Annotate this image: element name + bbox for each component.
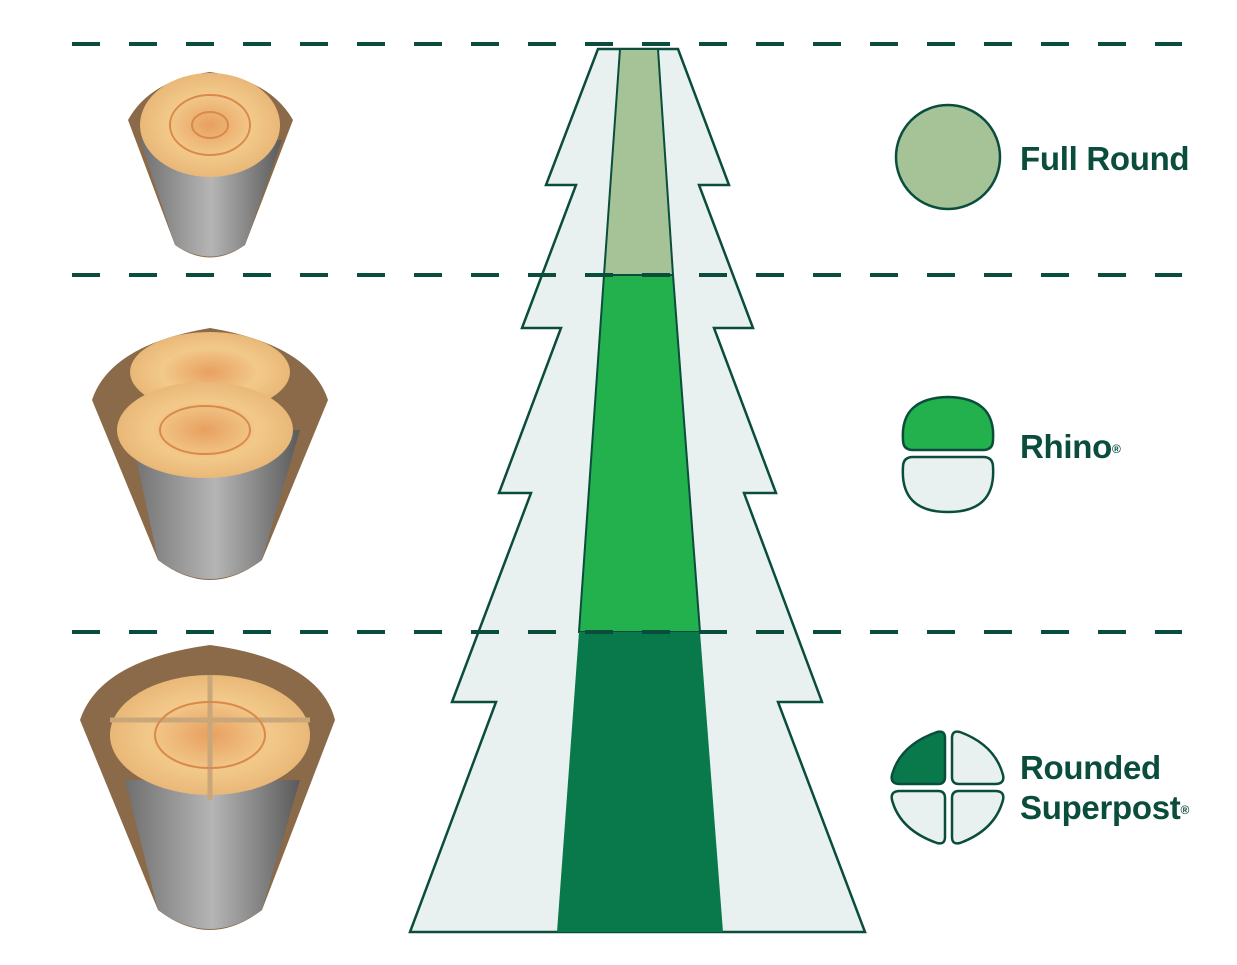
label-text: Rhino — [1020, 428, 1112, 465]
log-full-round-image — [128, 72, 293, 258]
log-superpost-image — [80, 645, 335, 930]
label-rounded-superpost: Rounded Superpost® — [1020, 748, 1189, 828]
label-text-line1: Rounded — [1020, 749, 1161, 786]
full-round-icon — [894, 103, 1002, 211]
label-rhino: Rhino® — [1020, 427, 1121, 467]
rounded-superpost-icon — [890, 730, 1005, 845]
label-full-round: Full Round — [1020, 139, 1190, 179]
registered-mark: ® — [1180, 803, 1190, 817]
trunk-section-superpost — [557, 632, 723, 932]
registered-mark: ® — [1111, 442, 1121, 456]
label-text: Full Round — [1020, 140, 1190, 177]
log-rhino-image — [92, 328, 328, 580]
label-text-line2: Superpost — [1020, 789, 1181, 826]
rhino-icon — [901, 395, 995, 514]
